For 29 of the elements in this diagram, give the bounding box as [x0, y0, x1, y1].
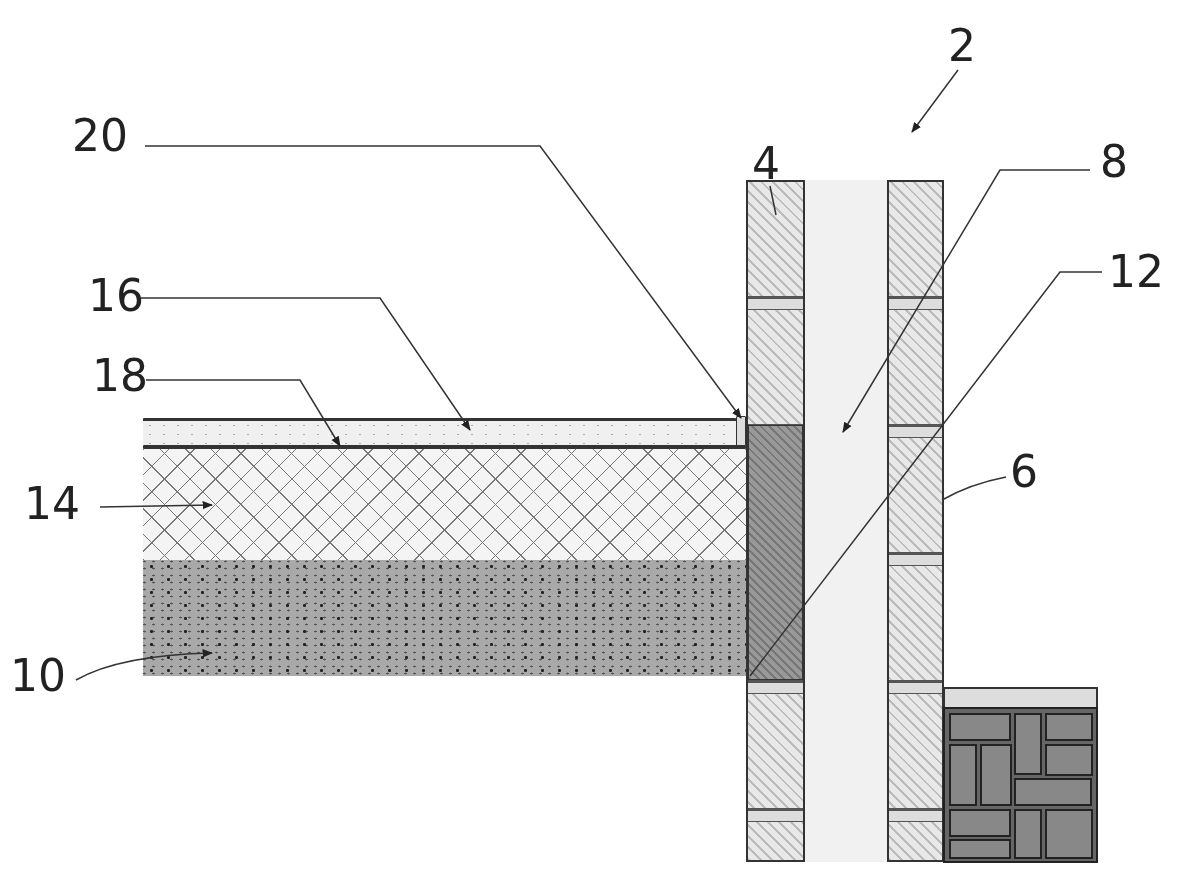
leader-line [769, 185, 777, 216]
callout-number: 12 [1108, 248, 1168, 298]
callout-number: 10 [10, 652, 70, 702]
leader-line [99, 500, 214, 510]
callout-number: 6 [1010, 448, 1050, 498]
callout-number: 14 [24, 480, 84, 530]
wall-cavity [805, 180, 887, 862]
membrane-layer [143, 445, 746, 449]
callout-number: 2 [948, 22, 988, 72]
leader-line [139, 297, 471, 431]
leader-line [145, 379, 341, 447]
leader-line [842, 169, 1091, 433]
leader-line [75, 649, 214, 681]
edge-strip [736, 416, 746, 446]
callout-number: 4 [752, 140, 792, 190]
arrow [911, 69, 959, 133]
callout-number: 20 [72, 112, 142, 162]
leader-line [941, 476, 1007, 501]
leader-line [144, 145, 742, 419]
junction-block [748, 425, 803, 680]
callout-number: 8 [1100, 138, 1140, 188]
screed-layer [143, 418, 736, 445]
insulation-layer [143, 449, 746, 560]
inner-wall-leaf [746, 180, 805, 862]
outer-wall-leaf [887, 180, 944, 862]
callout-number: 18 [92, 352, 162, 402]
leader-line [749, 271, 1103, 677]
floor-slab [143, 560, 746, 676]
callout-number: 16 [88, 272, 158, 322]
